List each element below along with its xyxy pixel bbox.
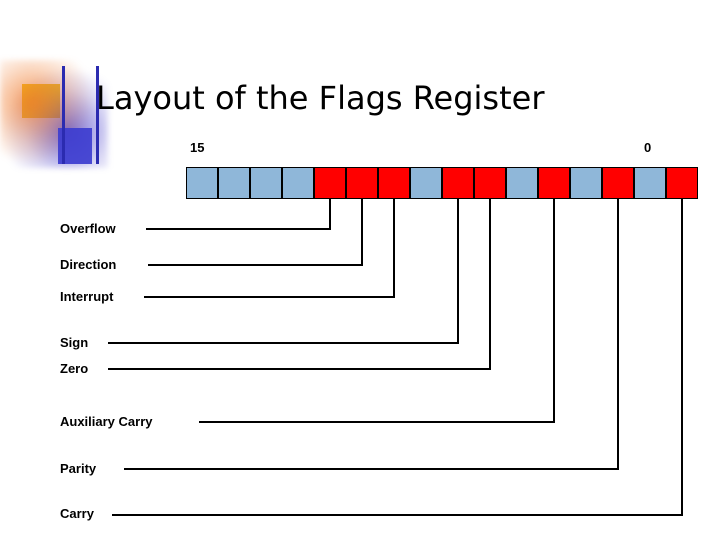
register-bit-15 [186, 167, 218, 199]
leader-line-overflow-h [146, 228, 331, 230]
leader-line-auxiliary-carry-h [199, 421, 555, 423]
flag-label-sign: Sign [60, 335, 89, 350]
leader-line-zero-v [489, 199, 491, 369]
register-bit-7 [442, 167, 474, 199]
flag-label-overflow: Overflow [60, 221, 116, 236]
leader-line-interrupt-h [144, 296, 395, 298]
register-bit-4 [538, 167, 570, 199]
register-bit-10 [346, 167, 378, 199]
register-bit-3 [570, 167, 602, 199]
page-title: Layout of the Flags Register [96, 79, 545, 117]
leader-line-auxiliary-carry-v [553, 199, 555, 422]
flags-register-strip [186, 167, 698, 199]
leader-line-zero-h [108, 368, 491, 370]
register-bit-12 [282, 167, 314, 199]
register-bit-6 [474, 167, 506, 199]
decor-vertical-line-right [96, 66, 99, 164]
register-bit-11 [314, 167, 346, 199]
register-bit-1 [634, 167, 666, 199]
leader-line-direction-v [361, 199, 363, 265]
bit-label-low: 0 [644, 140, 652, 155]
leader-line-direction-h [148, 264, 363, 266]
register-bit-13 [250, 167, 282, 199]
leader-line-parity-v [617, 199, 619, 469]
register-bit-5 [506, 167, 538, 199]
flag-label-carry: Carry [60, 506, 94, 521]
leader-line-sign-h [108, 342, 459, 344]
register-bit-14 [218, 167, 250, 199]
flag-label-direction: Direction [60, 257, 117, 272]
register-bit-9 [378, 167, 410, 199]
register-bit-8 [410, 167, 442, 199]
leader-line-carry-v [681, 199, 683, 515]
flag-label-auxiliary-carry: Auxiliary Carry [60, 414, 153, 429]
flag-label-zero: Zero [60, 361, 89, 376]
register-bit-2 [602, 167, 634, 199]
leader-line-overflow-v [329, 199, 331, 229]
bit-label-high: 15 [190, 140, 205, 155]
register-bit-0 [666, 167, 698, 199]
leader-line-interrupt-v [393, 199, 395, 297]
decor-vertical-line-left [62, 66, 65, 164]
leader-line-parity-h [124, 468, 619, 470]
leader-line-carry-h [112, 514, 683, 516]
flag-label-parity: Parity [60, 461, 97, 476]
leader-line-sign-v [457, 199, 459, 343]
flag-label-interrupt: Interrupt [60, 289, 114, 304]
